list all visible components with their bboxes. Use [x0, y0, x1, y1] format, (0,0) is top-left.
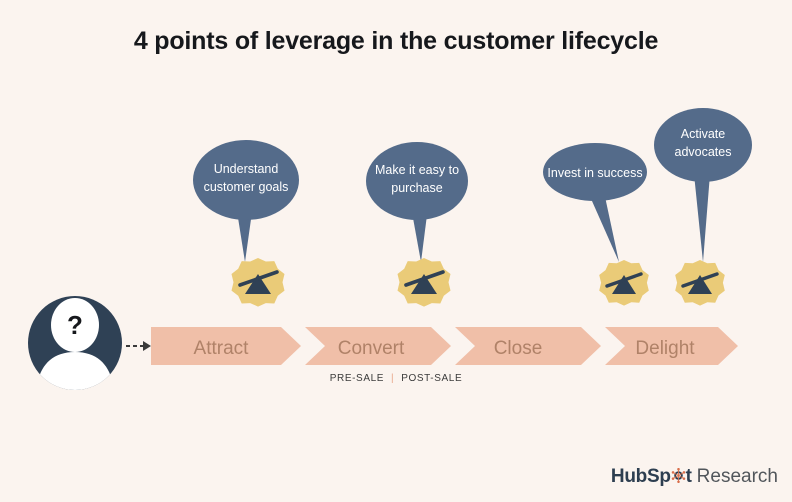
- badge-fulcrum-icon: [245, 274, 271, 294]
- bubble-convert-line-2: purchase: [391, 181, 442, 195]
- badge-lever-bar: [404, 270, 445, 287]
- page-title: 4 points of leverage in the customer lif…: [133, 27, 659, 55]
- stage-label-delight: Delight: [635, 338, 695, 359]
- logo-hubsp-text: HubSp: [610, 466, 671, 487]
- hubspot-research-logo: HubSp: [611, 466, 778, 488]
- bubble-advocates-shape: [654, 108, 752, 182]
- bubble-attract[interactable]: Understand customer goals: [193, 140, 299, 220]
- logo-research-text: Research: [696, 466, 778, 487]
- bubble-tail-convert: [411, 207, 428, 262]
- dashed-arrow-icon: [126, 341, 151, 351]
- badge-convert[interactable]: [397, 258, 451, 307]
- stage-label-convert: Convert: [338, 338, 405, 359]
- bubble-tail-invest: [588, 192, 619, 262]
- logo-t-text: t: [685, 466, 692, 487]
- chevron-attract[interactable]: [151, 327, 301, 365]
- bubble-attract-line-2: customer goals: [204, 180, 289, 194]
- sprocket-icon: [671, 467, 686, 483]
- badge-lever-bar: [681, 272, 719, 288]
- badge-fulcrum-icon: [411, 274, 437, 294]
- bubble-activate-advocates[interactable]: Activate advocates: [654, 108, 752, 182]
- bubble-convert[interactable]: Make it easy to purchase: [366, 142, 468, 220]
- sale-phase-labels: PRE-SALE | POST-SALE: [0, 373, 792, 384]
- bubble-invest-shape: [543, 143, 647, 201]
- bubble-invest-line-1: Invest in success: [547, 166, 642, 180]
- stage-label-close: Close: [494, 338, 543, 359]
- persona-silhouette: [36, 298, 114, 390]
- bubble-advocates-line-1: Activate: [681, 127, 726, 141]
- customer-persona: ?: [28, 296, 122, 390]
- lifecycle-chevron-bar: Attract Convert Close Delight: [151, 327, 738, 365]
- bubble-invest-in-success[interactable]: Invest in success: [543, 143, 647, 201]
- bubble-attract-shape: [193, 140, 299, 220]
- badge-invest[interactable]: [599, 260, 649, 306]
- chevron-close[interactable]: [455, 327, 601, 365]
- badge-lever-bar: [238, 270, 279, 287]
- stage-label-attract: Attract: [194, 338, 250, 359]
- bubble-convert-shape: [366, 142, 468, 220]
- badge-fulcrum-icon: [688, 275, 712, 294]
- persona-question-mark: ?: [67, 310, 83, 340]
- bubble-advocates-line-2: advocates: [675, 145, 732, 159]
- bubble-convert-line-1: Make it easy to: [375, 163, 459, 177]
- badge-attract[interactable]: [231, 258, 285, 307]
- badge-lever-bar: [605, 272, 643, 288]
- post-sale-label: POST-SALE: [401, 373, 463, 384]
- bubble-attract-line-1: Understand: [214, 162, 279, 176]
- sale-separator: |: [391, 373, 395, 384]
- badge-advocate[interactable]: [675, 260, 725, 306]
- bubble-tail-advocates: [694, 174, 710, 262]
- pre-sale-label: PRE-SALE: [329, 373, 385, 384]
- badge-fulcrum-icon: [612, 275, 636, 294]
- chevron-convert[interactable]: [305, 327, 451, 365]
- chevron-delight[interactable]: [605, 327, 738, 365]
